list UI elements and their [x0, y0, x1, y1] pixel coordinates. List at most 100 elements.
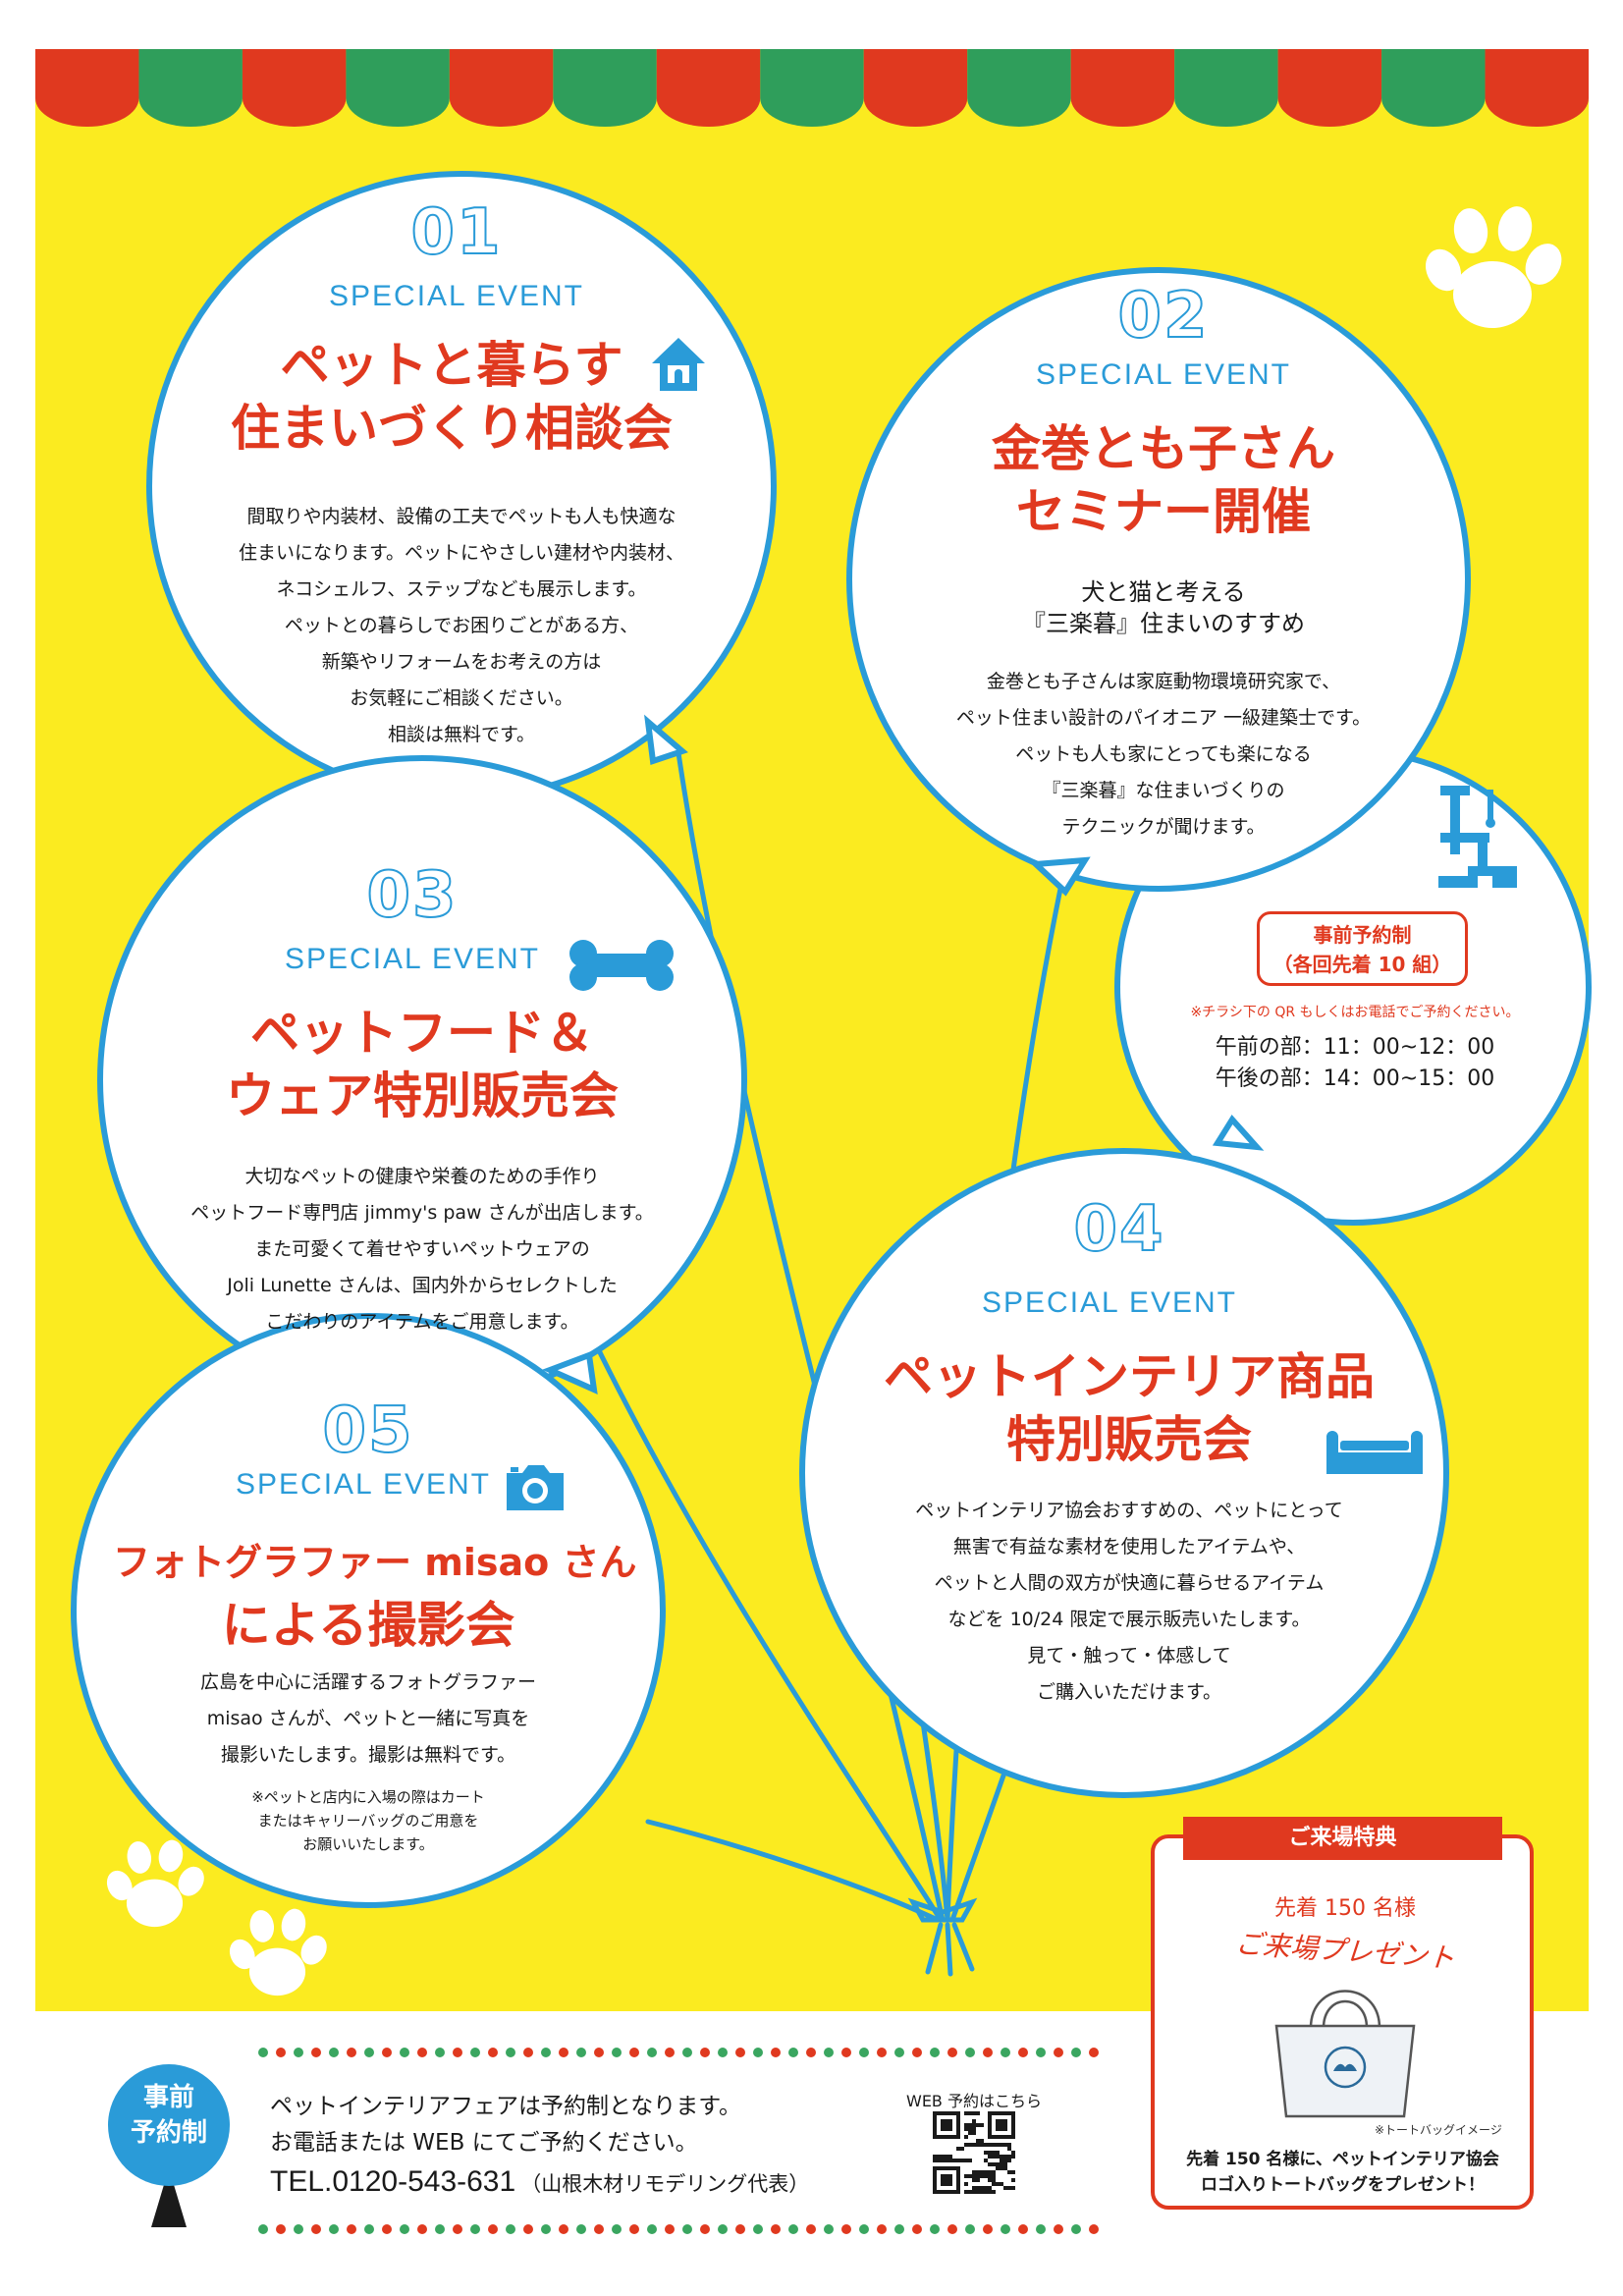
border-dot	[983, 2048, 993, 2057]
house-icon	[652, 338, 705, 391]
border-dot	[735, 2048, 745, 2057]
border-dot	[1018, 2224, 1028, 2234]
border-dot	[753, 2048, 763, 2057]
border-dot	[294, 2224, 303, 2234]
tote-bag-icon	[1274, 1990, 1416, 2118]
tel-number[interactable]: TEL.0120-543-631	[270, 2165, 516, 2198]
border-dot	[400, 2048, 409, 2057]
border-dot	[647, 2224, 657, 2234]
event-01-title: ペットと暮らす 住まいづくり相談会	[231, 337, 673, 457]
border-dot	[965, 2224, 975, 2234]
paw-icon	[106, 1839, 204, 1928]
border-dot	[947, 2048, 957, 2057]
border-dot	[1054, 2048, 1063, 2057]
awning-stripe	[138, 49, 243, 128]
border-dot	[594, 2048, 604, 2057]
event-02-subtitle: 犬と猫と考える 『三楽暮』住まいのすすめ	[1022, 578, 1305, 637]
border-dot	[594, 2224, 604, 2234]
event-02-body: 金巻とも子さんは家庭動物環境研究家で、 ペット住まい設計のパイオニア 一級建築士…	[955, 671, 1372, 838]
border-dot	[541, 2224, 551, 2234]
border-dot	[682, 2048, 692, 2057]
border-dot	[824, 2224, 834, 2234]
awning-stripe	[1174, 49, 1278, 128]
border-dot	[470, 2224, 480, 2234]
border-dot	[294, 2048, 303, 2057]
dot-border-bottom	[258, 2224, 1099, 2234]
border-dot	[859, 2048, 869, 2057]
event-04-title: ペットインテリア商品 特別販売会	[884, 1348, 1375, 1468]
awning-stripe	[35, 49, 139, 128]
paw-icon	[229, 1908, 327, 1996]
border-dot	[417, 2048, 427, 2057]
bone-icon	[569, 940, 674, 991]
event-05-title-line1: フォトグラファー misao さん	[113, 1541, 637, 1584]
border-dot	[347, 2048, 356, 2057]
border-dot	[771, 2048, 781, 2057]
border-dot	[788, 2048, 798, 2057]
border-dot	[1036, 2224, 1046, 2234]
paw-icon	[1426, 206, 1562, 328]
border-dot	[700, 2224, 710, 2234]
border-dot	[470, 2048, 480, 2057]
awning-stripe	[346, 49, 450, 128]
sofa-icon	[1326, 1431, 1423, 1474]
border-dot	[506, 2224, 515, 2234]
event-03-label: SPECIAL EVENT	[285, 943, 540, 975]
event-02-label: SPECIAL EVENT	[1036, 358, 1291, 391]
event-05-body: 広島を中心に活躍するフォトグラファー misao さんが、ペットと一緒に写真を …	[199, 1671, 536, 1766]
event-01-label: SPECIAL EVENT	[329, 280, 584, 312]
border-dot	[329, 2048, 339, 2057]
border-dot	[453, 2224, 462, 2234]
border-dot	[806, 2048, 816, 2057]
event-05-label: SPECIAL EVENT	[236, 1468, 491, 1501]
border-dot	[859, 2224, 869, 2234]
border-dot	[1089, 2224, 1099, 2234]
camera-icon	[507, 1465, 564, 1510]
event-04-body: ペットインテリア協会おすすめの、ペットにとって 無害で有益な素材を使用したアイテ…	[915, 1500, 1343, 1703]
border-dot	[1071, 2048, 1081, 2057]
footer-line1: ペットインテリアフェアは予約制となります。	[270, 2094, 742, 2119]
border-dot	[1054, 2224, 1063, 2234]
border-dot	[947, 2224, 957, 2234]
border-dot	[612, 2224, 622, 2234]
border-dot	[718, 2048, 728, 2057]
border-dot	[1089, 2048, 1099, 2057]
qr-code-icon[interactable]	[933, 2111, 1015, 2194]
event-05-number: 05	[321, 1394, 414, 1468]
event-05-note: ※ペットと店内に入場の際はカート またはキャリーバッグのご用意を お願いいたしま…	[251, 1788, 485, 1853]
awning-stripe	[1485, 49, 1589, 128]
gift-image-note: ※トートバッグイメージ	[1375, 2123, 1502, 2137]
border-dot	[347, 2224, 356, 2234]
border-dot	[682, 2224, 692, 2234]
border-dot	[276, 2048, 286, 2057]
awning-decoration	[35, 49, 1589, 128]
border-dot	[753, 2224, 763, 2234]
cat-tower-icon	[1438, 786, 1517, 888]
event-05-title-line2: による撮影会	[221, 1597, 515, 1654]
reservation-note: ※チラシ下の QR もしくはお電話でご予約ください。	[1190, 1005, 1520, 1020]
border-dot	[311, 2224, 321, 2234]
border-dot	[258, 2048, 268, 2057]
dot-border-top	[258, 2048, 1099, 2057]
gift-panel	[1151, 1834, 1534, 2210]
footer-tel[interactable]: TEL.0120-543-631 （山根木材リモデリング代表）	[270, 2165, 898, 2199]
reservation-pin-icon	[108, 2064, 230, 2227]
border-dot	[453, 2048, 462, 2057]
border-dot	[877, 2048, 887, 2057]
border-dot	[541, 2048, 551, 2057]
border-dot	[1071, 2224, 1081, 2234]
footer-line2: お電話または WEB にてご予約ください。	[270, 2130, 698, 2156]
event-01-number: 01	[409, 195, 503, 270]
border-dot	[1001, 2048, 1010, 2057]
border-dot	[488, 2224, 498, 2234]
border-dot	[841, 2224, 851, 2234]
border-dot	[700, 2048, 710, 2057]
border-dot	[276, 2224, 286, 2234]
event-02-number: 02	[1116, 279, 1210, 354]
border-dot	[417, 2224, 427, 2234]
border-dot	[629, 2224, 639, 2234]
border-dot	[329, 2224, 339, 2234]
border-dot	[400, 2224, 409, 2234]
border-dot	[435, 2224, 445, 2234]
